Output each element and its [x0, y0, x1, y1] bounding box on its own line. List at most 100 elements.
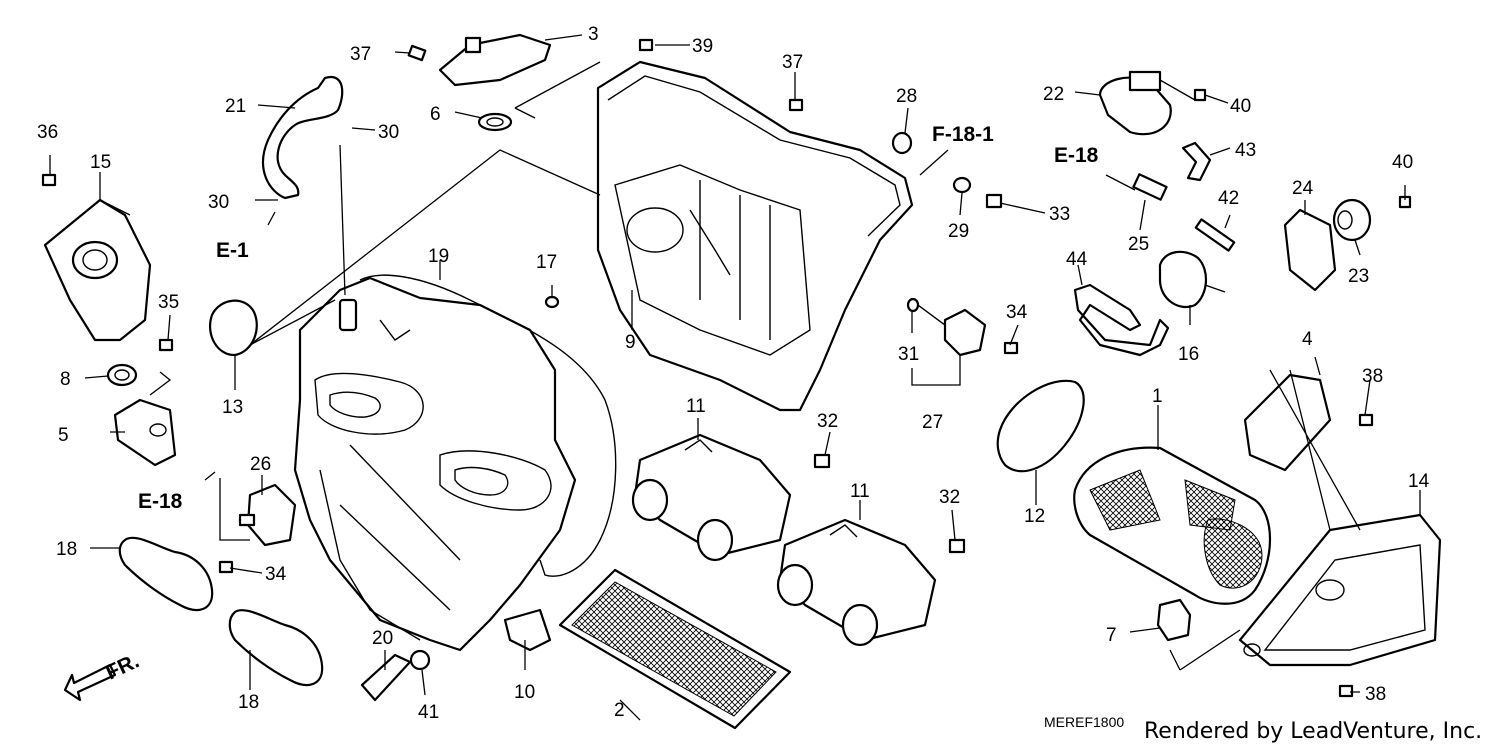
callout-41: 41 [418, 702, 439, 723]
callout-18b: 18 [238, 692, 259, 713]
air-cleaner-case-cover [596, 60, 914, 412]
element-2 [558, 568, 792, 730]
grommet-29 [952, 176, 972, 194]
direction-label: FR. [102, 649, 142, 684]
callout-40b: 40 [1392, 152, 1413, 173]
callout-13: 13 [222, 397, 243, 418]
callout-32a: 32 [817, 411, 838, 432]
callout-44: 44 [1066, 249, 1088, 270]
callout-43: 43 [1235, 140, 1256, 161]
callout-11b: 11 [850, 481, 870, 502]
breather-27 [917, 304, 987, 357]
clip-20 [360, 653, 412, 702]
callout-21: 21 [225, 96, 246, 117]
callout-29: 29 [948, 221, 969, 242]
callout-8: 8 [60, 369, 71, 390]
callout-34b: 34 [265, 564, 287, 585]
grommet-28 [891, 131, 913, 155]
mount-23 [1332, 198, 1372, 242]
callout-28: 28 [896, 86, 917, 107]
callout-24: 24 [1292, 178, 1314, 199]
callout-33: 33 [1049, 204, 1070, 225]
tube-42 [1194, 218, 1236, 252]
air-cleaner-case [293, 276, 577, 652]
gasket-18-b [228, 609, 324, 687]
ref-f-18-1: F-18-1 [932, 123, 994, 146]
callout-22: 22 [1043, 84, 1064, 105]
callout-32b: 32 [939, 487, 960, 508]
diagram-code: MEREF1800 [1044, 714, 1124, 730]
gasket-18-a [118, 536, 214, 612]
callout-12: 12 [1024, 506, 1045, 527]
joint-25 [1132, 173, 1168, 201]
sensor-26 [238, 483, 297, 547]
callout-6: 6 [430, 104, 441, 125]
callout-15: 15 [90, 152, 111, 173]
callout-4: 4 [1302, 329, 1313, 350]
bolts [41, 38, 1412, 698]
callout-9: 9 [625, 332, 636, 353]
ref-e-18-left: E-18 [138, 490, 183, 513]
cross-references: E-1 E-18 E-18 F-18-1 [138, 123, 1099, 513]
callout-38a: 38 [1362, 366, 1383, 387]
canister-22 [1098, 70, 1172, 136]
callout-14: 14 [1408, 471, 1430, 492]
air-filter-1 [1073, 446, 1271, 605]
gasket-12 [996, 379, 1085, 473]
callout-23: 23 [1348, 266, 1369, 287]
callout-16: 16 [1178, 344, 1199, 365]
render-credit: Rendered by LeadVenture, Inc. [1144, 719, 1482, 744]
callout-27: 27 [922, 412, 943, 433]
callout-10: 10 [514, 682, 535, 703]
callout-35: 35 [158, 292, 179, 313]
callout-25: 25 [1128, 234, 1149, 255]
callout-39: 39 [692, 36, 713, 57]
grommet-6 [477, 112, 513, 132]
cover-3 [438, 33, 552, 87]
callout-19: 19 [428, 246, 449, 267]
ref-e-1: E-1 [216, 239, 249, 262]
callout-labels: 1 2 3 4 5 6 7 8 9 10 11 11 12 13 14 15 1… [37, 24, 1430, 723]
callout-5: 5 [58, 425, 69, 446]
hose-43 [1181, 141, 1212, 182]
cover-15 [43, 198, 152, 342]
gasket-19 [359, 274, 617, 577]
callout-20: 20 [372, 628, 393, 649]
valve-24 [1283, 208, 1337, 292]
callout-3: 3 [588, 24, 599, 45]
callout-37b: 37 [782, 52, 803, 73]
sensor-16 [1158, 250, 1226, 308]
grommet-8 [106, 363, 138, 387]
front-direction-arrow: FR. [63, 649, 143, 702]
callout-30a: 30 [378, 122, 399, 143]
callout-38b: 38 [1365, 684, 1386, 705]
o-ring-13 [209, 299, 258, 357]
ref-e-18-right: E-18 [1054, 144, 1099, 167]
callout-31: 31 [898, 344, 919, 365]
air-duct-14 [1238, 513, 1442, 667]
callout-42: 42 [1218, 188, 1239, 209]
callout-2: 2 [614, 700, 625, 721]
callout-37a: 37 [350, 44, 371, 65]
washer-17 [544, 295, 560, 309]
air-funnel-11-a [631, 433, 792, 562]
callout-11a: 11 [686, 396, 706, 417]
leader-lines [44, 34, 1421, 721]
bracket-10 [503, 608, 552, 652]
callout-26: 26 [250, 454, 271, 475]
callout-1: 1 [1152, 386, 1163, 407]
callout-40a: 40 [1230, 96, 1251, 117]
callout-17: 17 [536, 252, 557, 273]
air-funnel-11-b [776, 518, 937, 647]
washer-31 [906, 297, 920, 313]
callout-30b: 30 [208, 192, 229, 213]
callout-36: 36 [37, 122, 58, 143]
hose-44 [1073, 283, 1170, 357]
fitting-7 [1156, 598, 1192, 642]
tube-21 [262, 75, 344, 200]
cover-5 [113, 398, 177, 467]
callout-7: 7 [1106, 625, 1117, 646]
cover-4 [1243, 373, 1332, 472]
